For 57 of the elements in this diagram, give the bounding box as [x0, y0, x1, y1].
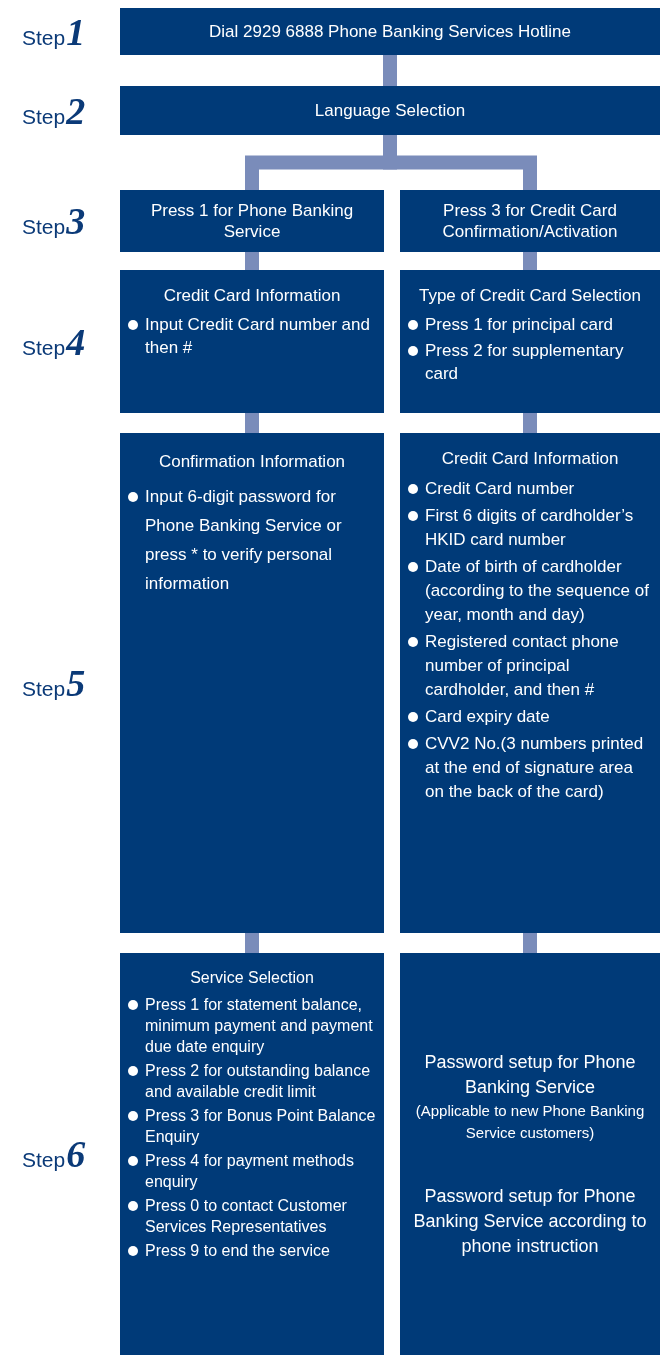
- step-box: [120, 190, 384, 252]
- connector-line: [383, 55, 397, 86]
- connector-line: [245, 252, 259, 270]
- step-number: 3: [66, 199, 86, 243]
- box-heading: Credit Card Information: [162, 285, 342, 307]
- step-number: 2: [66, 88, 86, 133]
- connector-line: [523, 252, 537, 270]
- bullet-text: Input Credit Card number and then #: [145, 314, 371, 359]
- bullet-text: Press 2 for supplementary card: [425, 340, 625, 385]
- bullet-text: Press 1 for statement balance, minimum payment and payment due date enquiry: [145, 995, 374, 1057]
- step-box: [120, 8, 660, 55]
- step-text: Press 3 for Credit Card Confirmation/Activation: [441, 200, 619, 242]
- connector-line: [245, 933, 259, 953]
- step-text: Language Selection: [313, 99, 467, 122]
- bullet-text: Input 6-digit password for Phone Banking Service or press * to verify personal information: [145, 486, 343, 595]
- step-label: Step: [22, 335, 66, 361]
- step-number: 1: [66, 9, 86, 54]
- bullet-text: Press 4 for payment methods enquiry: [145, 1151, 355, 1192]
- step-box: [400, 433, 660, 933]
- bullet-text: Press 1 for principal card: [425, 314, 614, 336]
- box-heading: Service Selection: [189, 968, 315, 988]
- box-heading: Confirmation Information: [157, 451, 347, 473]
- connector-line: [523, 933, 537, 953]
- box-text: Password setup for Phone Banking Service according to phone instruction: [412, 1184, 648, 1258]
- step-label: Step: [22, 676, 66, 702]
- box-text: (Applicable to new Phone Banking Service customers): [414, 1100, 646, 1143]
- step-number: 6: [66, 1132, 86, 1176]
- bullet-text: Press 2 for outstanding balance and available credit limit: [145, 1061, 372, 1102]
- step-box: [120, 953, 384, 1355]
- step-box: [120, 270, 384, 413]
- bullet-text: Credit Card number: [425, 478, 575, 500]
- step-text: Dial 2929 6888 Phone Banking Services Hotline: [208, 20, 572, 43]
- step-number: 4: [66, 319, 86, 364]
- step-box: [400, 270, 660, 413]
- box-heading: Type of Credit Card Selection: [417, 285, 643, 307]
- bullet-text: Press 9 to end the service: [145, 1241, 330, 1261]
- bullet-text: Card expiry date: [425, 706, 550, 728]
- bullet-text: Press 0 to contact Customer Services Representatives: [145, 1196, 348, 1237]
- step-text: Press 1 for Phone Banking Service: [149, 200, 355, 242]
- step-number: 5: [66, 661, 86, 705]
- bullet-text: CVV2 No.(3 numbers printed at the end of signature area on the back of the card): [425, 733, 645, 803]
- bullet-text: Registered contact phone number of principal cardholder, and then #: [425, 631, 620, 701]
- bullet-text: Press 3 for Bonus Point Balance Enquiry: [145, 1106, 376, 1147]
- step-box: [120, 433, 384, 933]
- step-label: Step: [22, 103, 66, 130]
- bullet-text: First 6 digits of cardholder’s HKID card number: [425, 505, 635, 551]
- step-box: [400, 190, 660, 252]
- step-label: Step: [22, 214, 66, 240]
- step-label: Step: [22, 24, 66, 51]
- bullet-text: Date of birth of cardholder (according to the sequence of year, month and day): [425, 556, 650, 626]
- connector-line: [245, 413, 259, 433]
- step-box: [400, 953, 660, 1355]
- connector-line: [523, 413, 537, 433]
- step-box: [120, 86, 660, 135]
- box-text: Password setup for Phone Banking Service: [423, 1050, 637, 1099]
- step-label: Step: [22, 1147, 66, 1173]
- box-heading: Credit Card Information: [440, 448, 620, 470]
